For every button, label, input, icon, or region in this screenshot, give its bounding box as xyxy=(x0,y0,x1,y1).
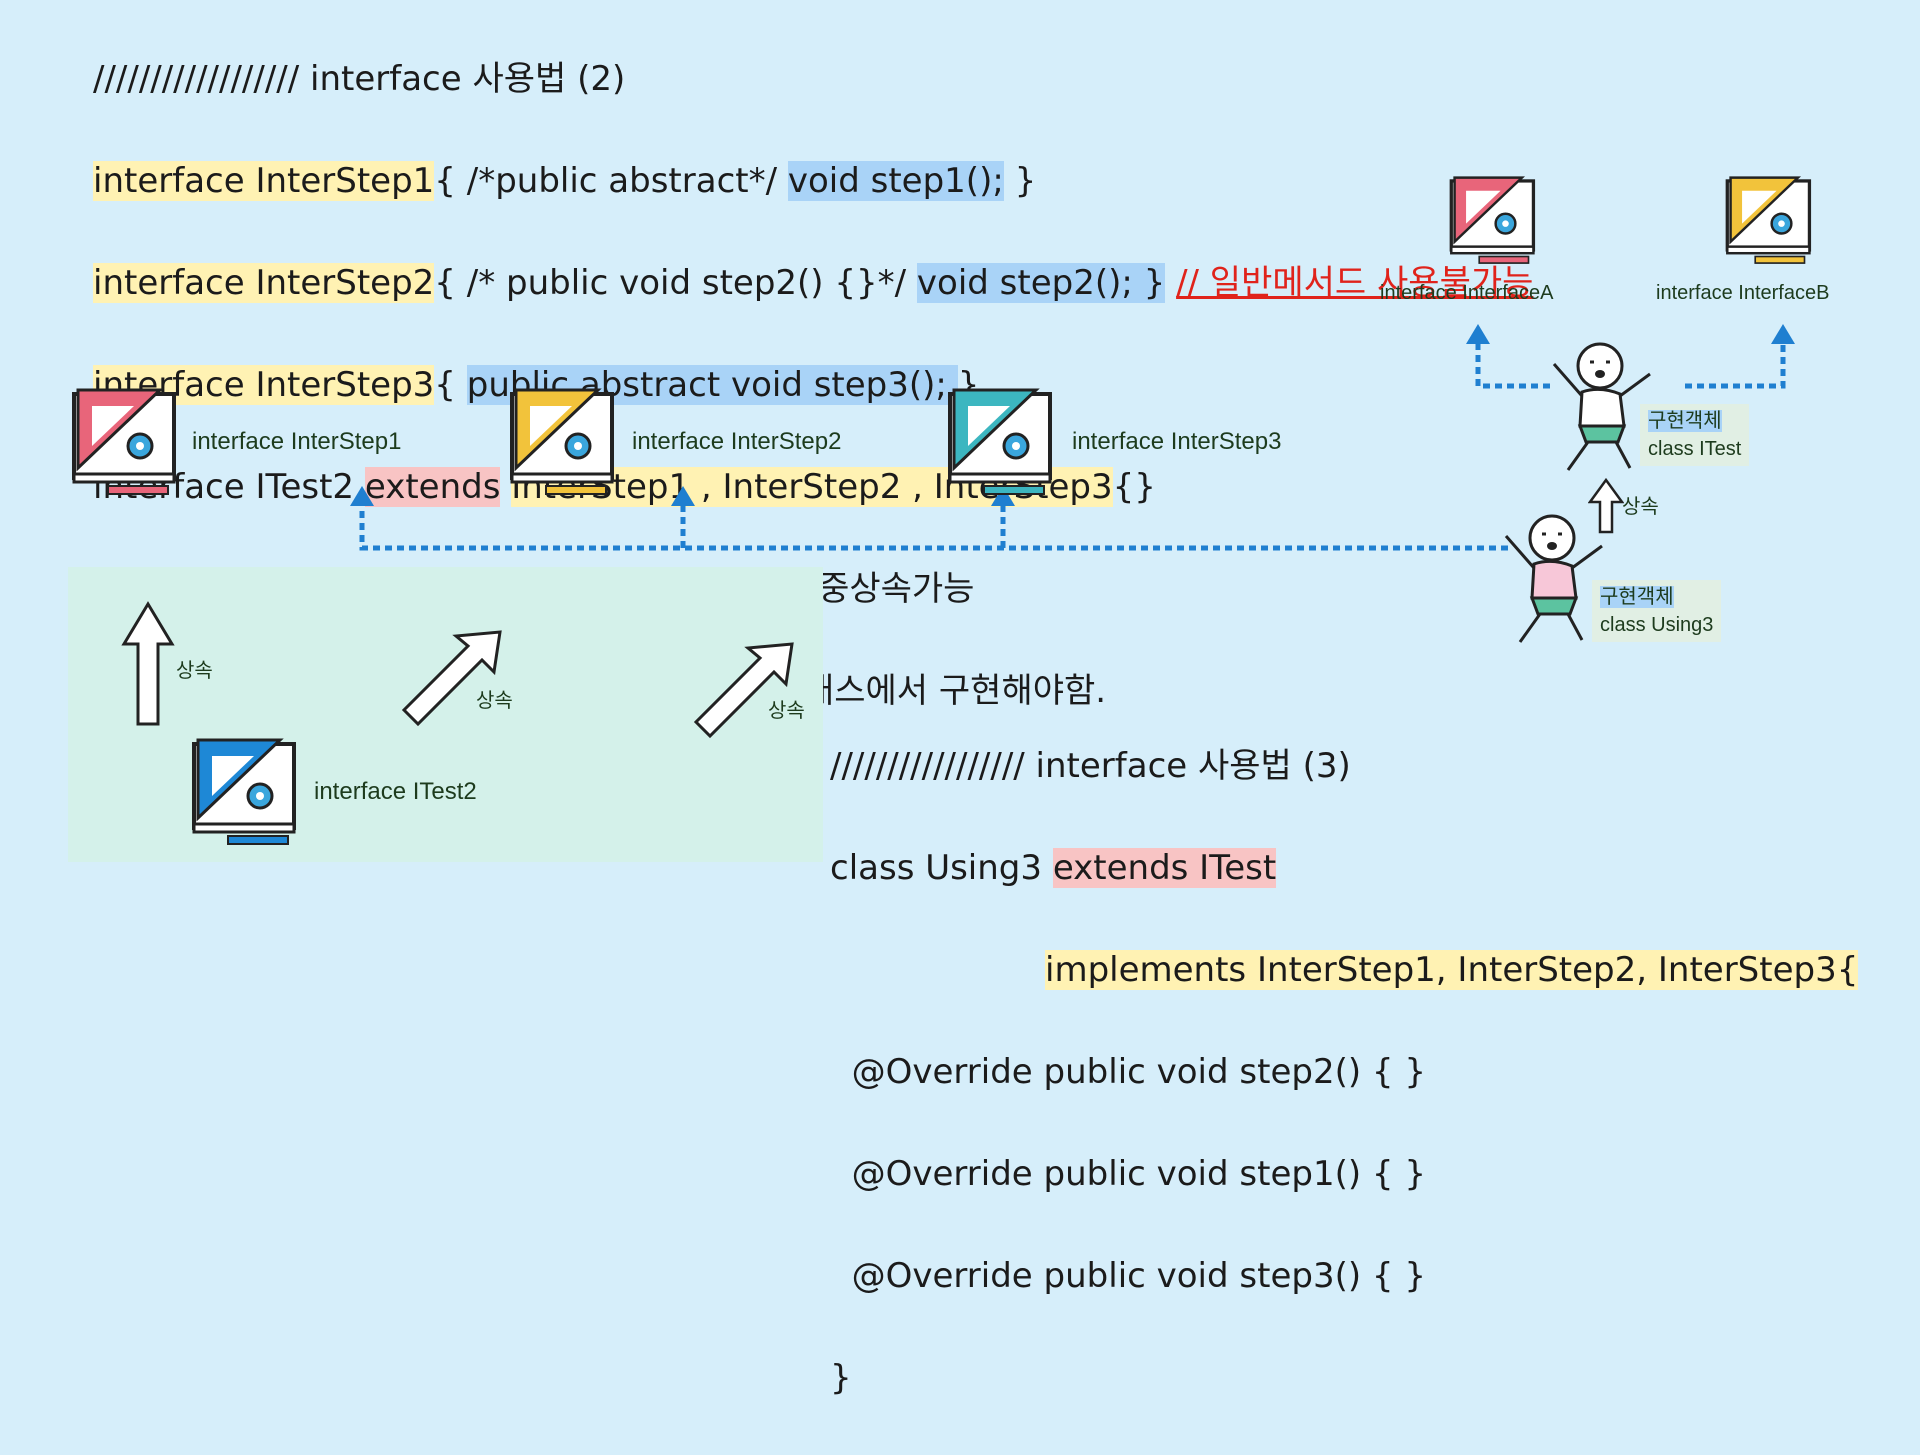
node-label-interstep2: interface InterStep2 xyxy=(632,428,842,455)
code-token: { /* public void step2() {}*/ xyxy=(434,263,917,303)
itest-character-icon xyxy=(1552,342,1651,471)
code-comment-red: // 일반메서드 사용불가능 xyxy=(1176,263,1534,303)
itest-tag-title: 구현객체 xyxy=(1648,410,1722,432)
using3-character-icon xyxy=(1504,514,1603,643)
code-line: ////////////////// interface 사용법 (2) xyxy=(93,59,626,99)
using3-tag: 구현객체 class Using3 xyxy=(1592,580,1722,642)
code-token: implements InterStep1, InterStep2, Inter… xyxy=(1045,950,1859,990)
itest-tag: 구현객체 class ITest xyxy=(1640,404,1750,466)
arrowhead-icon xyxy=(671,486,695,506)
inherit-label: 상속 xyxy=(1622,496,1659,518)
itest-tag-class: class ITest xyxy=(1648,438,1742,460)
code-line: interface InterStep1{ /*public abstract*… xyxy=(93,156,1533,207)
arrowhead-icon xyxy=(1771,324,1795,344)
code-token: } xyxy=(1003,161,1037,201)
code-line: } xyxy=(830,1358,852,1398)
node-label-itest2: interface ITest2 xyxy=(314,778,477,805)
blueprint-icon-yellow-small xyxy=(1725,176,1812,264)
code-token: extends ITest xyxy=(1052,848,1277,888)
code-line: implements InterStep1, InterStep2, Inter… xyxy=(830,945,1859,996)
node-label-interface-b: interface InterfaceB xyxy=(1656,282,1830,304)
blueprint-icon-teal xyxy=(948,388,1052,495)
connector-itest-b xyxy=(1685,340,1786,389)
code-token: void step1(); xyxy=(787,161,1004,201)
arrowhead-icon xyxy=(350,486,374,506)
code-line: ///////////////// interface 사용법 (3) xyxy=(830,746,1351,786)
code-token: void step2(); } xyxy=(916,263,1166,303)
code-line: class Using3 extends ITest xyxy=(830,843,1858,894)
using3-tag-class: class Using3 xyxy=(1600,614,1714,636)
inherit-arrow-diag-icon xyxy=(401,630,502,727)
blueprint-icon-yellow xyxy=(510,388,614,495)
inherit-arrow-up-icon xyxy=(121,601,175,726)
code-token: {} xyxy=(1112,467,1156,507)
inherit-arrow-small-icon xyxy=(1588,478,1624,534)
blueprint-icon-pink xyxy=(72,388,176,495)
arrowhead-icon xyxy=(1466,324,1490,344)
blueprint-icon-blue xyxy=(192,738,296,845)
code-line: interface InterStep2{ /* public void ste… xyxy=(93,258,1533,309)
code-token: { xyxy=(434,365,467,405)
code-token: interface InterStep1 xyxy=(93,161,435,201)
blueprint-icon-pink-small xyxy=(1449,176,1536,264)
code-token: extends xyxy=(364,467,501,507)
code-token: interface InterStep2 xyxy=(93,263,435,303)
code-token: { /*public abstract*/ xyxy=(434,161,788,201)
connector-itest-a xyxy=(1475,340,1550,389)
inherit-label: 상속 xyxy=(768,700,805,722)
code-line: @Override public void step1() { } xyxy=(830,1154,1426,1194)
node-label-interstep3: interface InterStep3 xyxy=(1072,428,1282,455)
code-token: class Using3 xyxy=(830,848,1053,888)
using3-tag-title: 구현객체 xyxy=(1600,586,1674,608)
code-line: @Override public void step3() { } xyxy=(830,1256,1426,1296)
connector-main xyxy=(359,500,1508,551)
node-label-interface-a: interface InterfaceA xyxy=(1380,282,1554,304)
arrowhead-icon xyxy=(991,486,1015,506)
inherit-label: 상속 xyxy=(176,660,213,682)
connector-lines xyxy=(350,324,1795,551)
node-label-interstep1: interface InterStep1 xyxy=(192,428,402,455)
inherit-arrow-diag-icon xyxy=(693,642,794,739)
inherit-label: 상속 xyxy=(476,690,513,712)
